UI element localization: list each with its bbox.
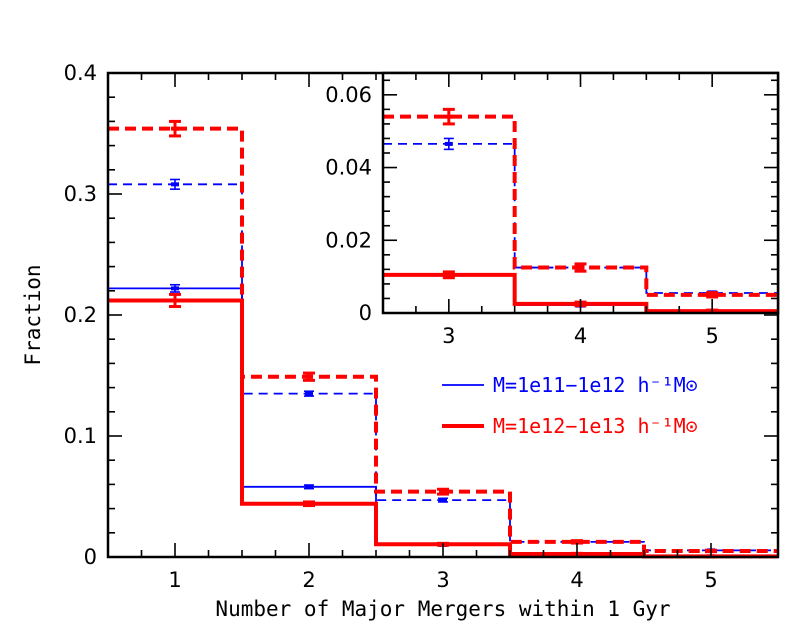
inset-series-3-point xyxy=(576,265,585,270)
inset-axes: 3 4 5 0 0.02 0.04 0.06 xyxy=(325,73,778,348)
main-axes: 1 2 3 4 5 0 0.1 0.2 0.3 0.4 xyxy=(64,61,778,592)
main-y-tick-label: 0.4 xyxy=(64,61,97,85)
main-y-tick-label: 0.3 xyxy=(64,182,97,206)
main-series-3-point xyxy=(171,126,179,131)
main-x-tick-label: 5 xyxy=(704,568,717,592)
legend-label-blue: M=1e11−1e12 h⁻¹M⊙ xyxy=(493,373,698,397)
inset-y-tick-label: 0.04 xyxy=(325,156,372,180)
legend-label-red: M=1e12−1e13 h⁻¹M⊙ xyxy=(493,414,698,438)
main-x-tick-label: 3 xyxy=(436,568,449,592)
y-axis-title: Fraction xyxy=(21,264,45,365)
main-series-2-point xyxy=(171,298,179,303)
main-series-2-point xyxy=(305,501,313,506)
inset-x-tick-label: 3 xyxy=(442,324,455,348)
main-series-1-point xyxy=(439,498,447,503)
inset-x-tick-label: 4 xyxy=(574,324,587,348)
inset-series-1-point xyxy=(444,141,453,146)
main-series-0-point xyxy=(305,484,313,489)
main-y-tick-label: 0 xyxy=(84,545,97,569)
inset-y-tick-label: 0 xyxy=(359,301,372,325)
inset-series-3-point xyxy=(444,114,453,119)
inset-y-tick-label: 0.06 xyxy=(325,83,372,107)
inset-series-2-point xyxy=(444,272,453,277)
inset-x-tick-label: 5 xyxy=(705,324,718,348)
x-axis-title: Number of Major Mergers within 1 Gyr xyxy=(215,597,670,621)
main-x-tick-label: 1 xyxy=(168,568,181,592)
main-y-tick-label: 0.1 xyxy=(64,424,97,448)
legend: M=1e11−1e12 h⁻¹M⊙ M=1e12−1e13 h⁻¹M⊙ xyxy=(442,373,698,438)
inset-background xyxy=(383,73,778,313)
inset-series-3-point xyxy=(708,292,717,297)
main-series-3-point xyxy=(305,374,313,379)
main-x-tick-label: 4 xyxy=(570,568,583,592)
main-series-1-point xyxy=(305,391,313,396)
main-series-0-point xyxy=(171,286,179,291)
main-series-1-point xyxy=(171,182,179,187)
main-series-3-point xyxy=(573,539,581,544)
main-x-tick-label: 2 xyxy=(302,568,315,592)
inset-y-tick-label: 0.02 xyxy=(325,228,372,252)
main-series-3-point xyxy=(439,489,447,494)
main-y-tick-label: 0.2 xyxy=(64,303,97,327)
